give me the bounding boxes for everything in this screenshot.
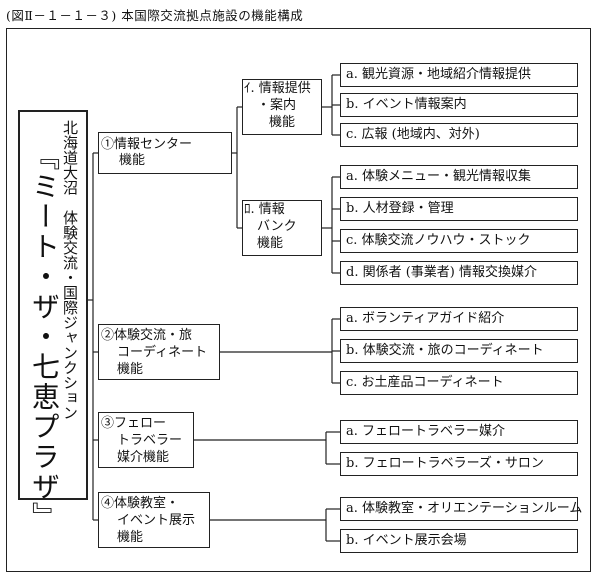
item-box: a. 体験メニュー・観光情報収集: [340, 165, 578, 189]
item-label: d. 関係者 (事業者) 情報交換媒介: [346, 265, 537, 280]
function-box-fellow-traveler: ③フェロー トラベラー 媒介機能: [98, 412, 194, 468]
item-box: a. ボランティアガイド紹介: [340, 307, 578, 331]
function-label-line: 機能: [119, 153, 146, 168]
subgroup-label-line: 機能: [269, 115, 296, 130]
function-label-line: 機能: [117, 530, 144, 545]
item-box: b. 人材登録・管理: [340, 197, 578, 221]
item-label: b. 人材登録・管理: [346, 201, 454, 216]
item-label: c. 体験交流ノウハウ・ストック: [346, 233, 531, 248]
item-label: b. イベント展示会場: [346, 533, 467, 548]
subgroup-label-line: ｲ. 情報提供: [244, 81, 311, 96]
root-subtitle: 北海道大沼 体験交流・国際ジャンクション: [61, 120, 79, 420]
item-box: b. イベント情報案内: [340, 93, 578, 117]
item-box: c. 体験交流ノウハウ・ストック: [340, 229, 578, 253]
item-label: a. 観光資源・地域紹介情報提供: [346, 67, 532, 82]
function-label-line: トラベラー: [117, 433, 183, 448]
subgroup-box-information-bank: ﾛ. 情報 バンク 機能: [242, 200, 322, 256]
function-label-line: ②体験交流・旅: [101, 328, 193, 343]
item-label: b. フェロートラベラーズ・サロン: [346, 456, 544, 471]
function-box-experience-classroom: ④体験教室・ イベント展示 機能: [98, 492, 210, 548]
item-label: b. イベント情報案内: [346, 97, 467, 112]
item-box: b. イベント展示会場: [340, 529, 578, 553]
item-box: d. 関係者 (事業者) 情報交換媒介: [340, 261, 578, 285]
item-box: a. フェロートラベラー媒介: [340, 420, 578, 444]
subgroup-label-line: バンク: [257, 219, 297, 234]
subgroup-box-information-guidance: ｲ. 情報提供 ・案内 機能: [242, 79, 322, 135]
function-box-information-center: ①情報センター 機能: [98, 132, 232, 174]
item-label: c. お土産品コーディネート: [346, 375, 504, 390]
item-label: b. 体験交流・旅のコーディネート: [346, 343, 544, 358]
item-box: c. お土産品コーディネート: [340, 371, 578, 395]
subgroup-label-line: 機能: [257, 236, 284, 251]
subgroup-label-line: ﾛ. 情報: [244, 202, 285, 217]
item-box: a. 観光資源・地域紹介情報提供: [340, 63, 578, 87]
item-box: a. 体験教室・オリエンテーションルーム: [340, 497, 582, 521]
function-label-line: コーディネート: [117, 345, 208, 360]
figure-title: (図Ⅱ－１－１－３) 本国際交流拠点施設の機能構成: [6, 8, 304, 23]
function-box-experience-coordination: ②体験交流・旅 コーディネート 機能: [98, 324, 220, 380]
item-box: c. 広報 (地域内、対外): [340, 123, 578, 147]
item-label: a. フェロートラベラー媒介: [346, 424, 506, 439]
function-label-line: ④体験教室・: [101, 496, 180, 511]
item-label: a. 体験メニュー・観光情報収集: [346, 169, 532, 184]
function-label-line: ③フェロー: [101, 416, 167, 431]
root-box: 北海道大沼 体験交流・国際ジャンクション 『ミート・ザ・七恵プラザ』: [18, 110, 88, 532]
item-label: a. ボランティアガイド紹介: [346, 311, 505, 326]
function-label-line: 機能: [117, 362, 144, 377]
outer-frame: [6, 28, 591, 572]
subgroup-label-line: ・案内: [257, 98, 297, 113]
root-name: 『ミート・ザ・七恵プラザ』: [28, 142, 61, 532]
function-label-line: イベント展示: [117, 513, 196, 528]
item-box: b. 体験交流・旅のコーディネート: [340, 339, 578, 363]
item-box: b. フェロートラベラーズ・サロン: [340, 452, 578, 476]
function-label-line: 媒介機能: [117, 450, 170, 465]
function-label-line: ①情報センター: [101, 137, 193, 152]
item-label: c. 広報 (地域内、対外): [346, 127, 480, 142]
item-label: a. 体験教室・オリエンテーションルーム: [346, 501, 583, 516]
